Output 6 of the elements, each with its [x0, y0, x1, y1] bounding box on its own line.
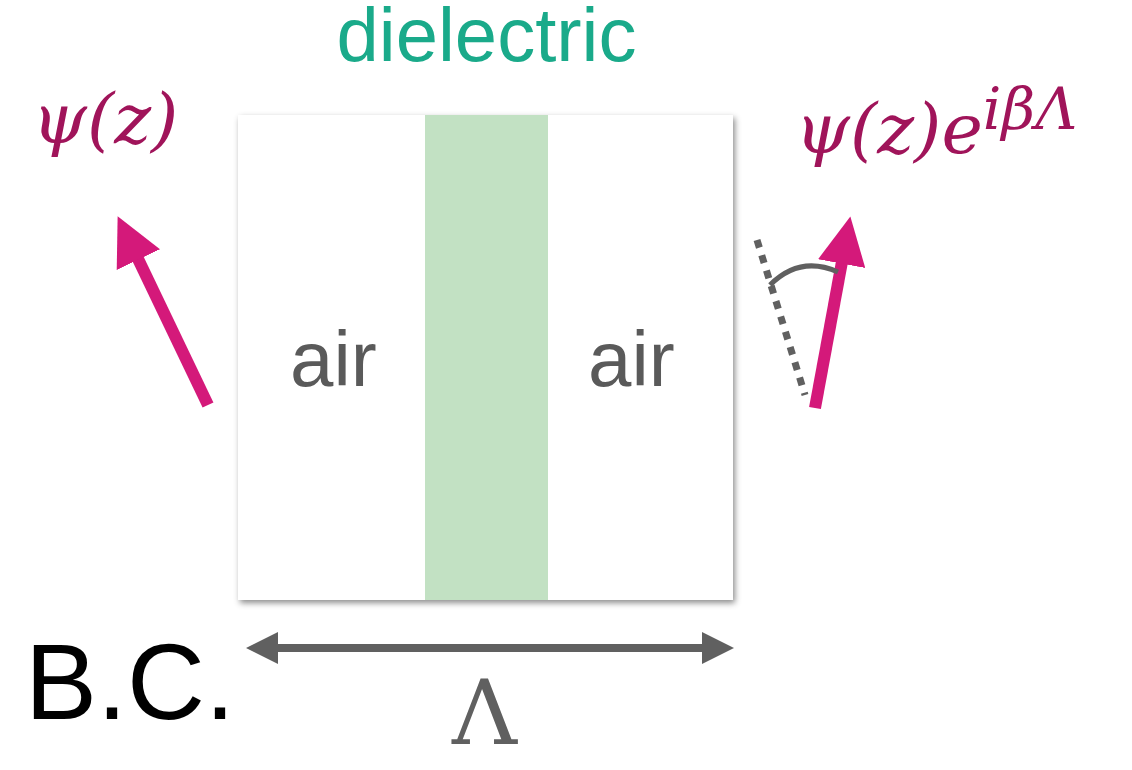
period-label: Λ	[452, 668, 517, 758]
wave-function-label: ψ(z)e$^{iβΛ}$	[795, 80, 1078, 165]
band-label: dielectric	[336, 0, 637, 73]
boundary-condition-label: B.C.	[25, 628, 236, 736]
region-label: air	[290, 320, 377, 398]
region-label: air	[588, 320, 675, 398]
